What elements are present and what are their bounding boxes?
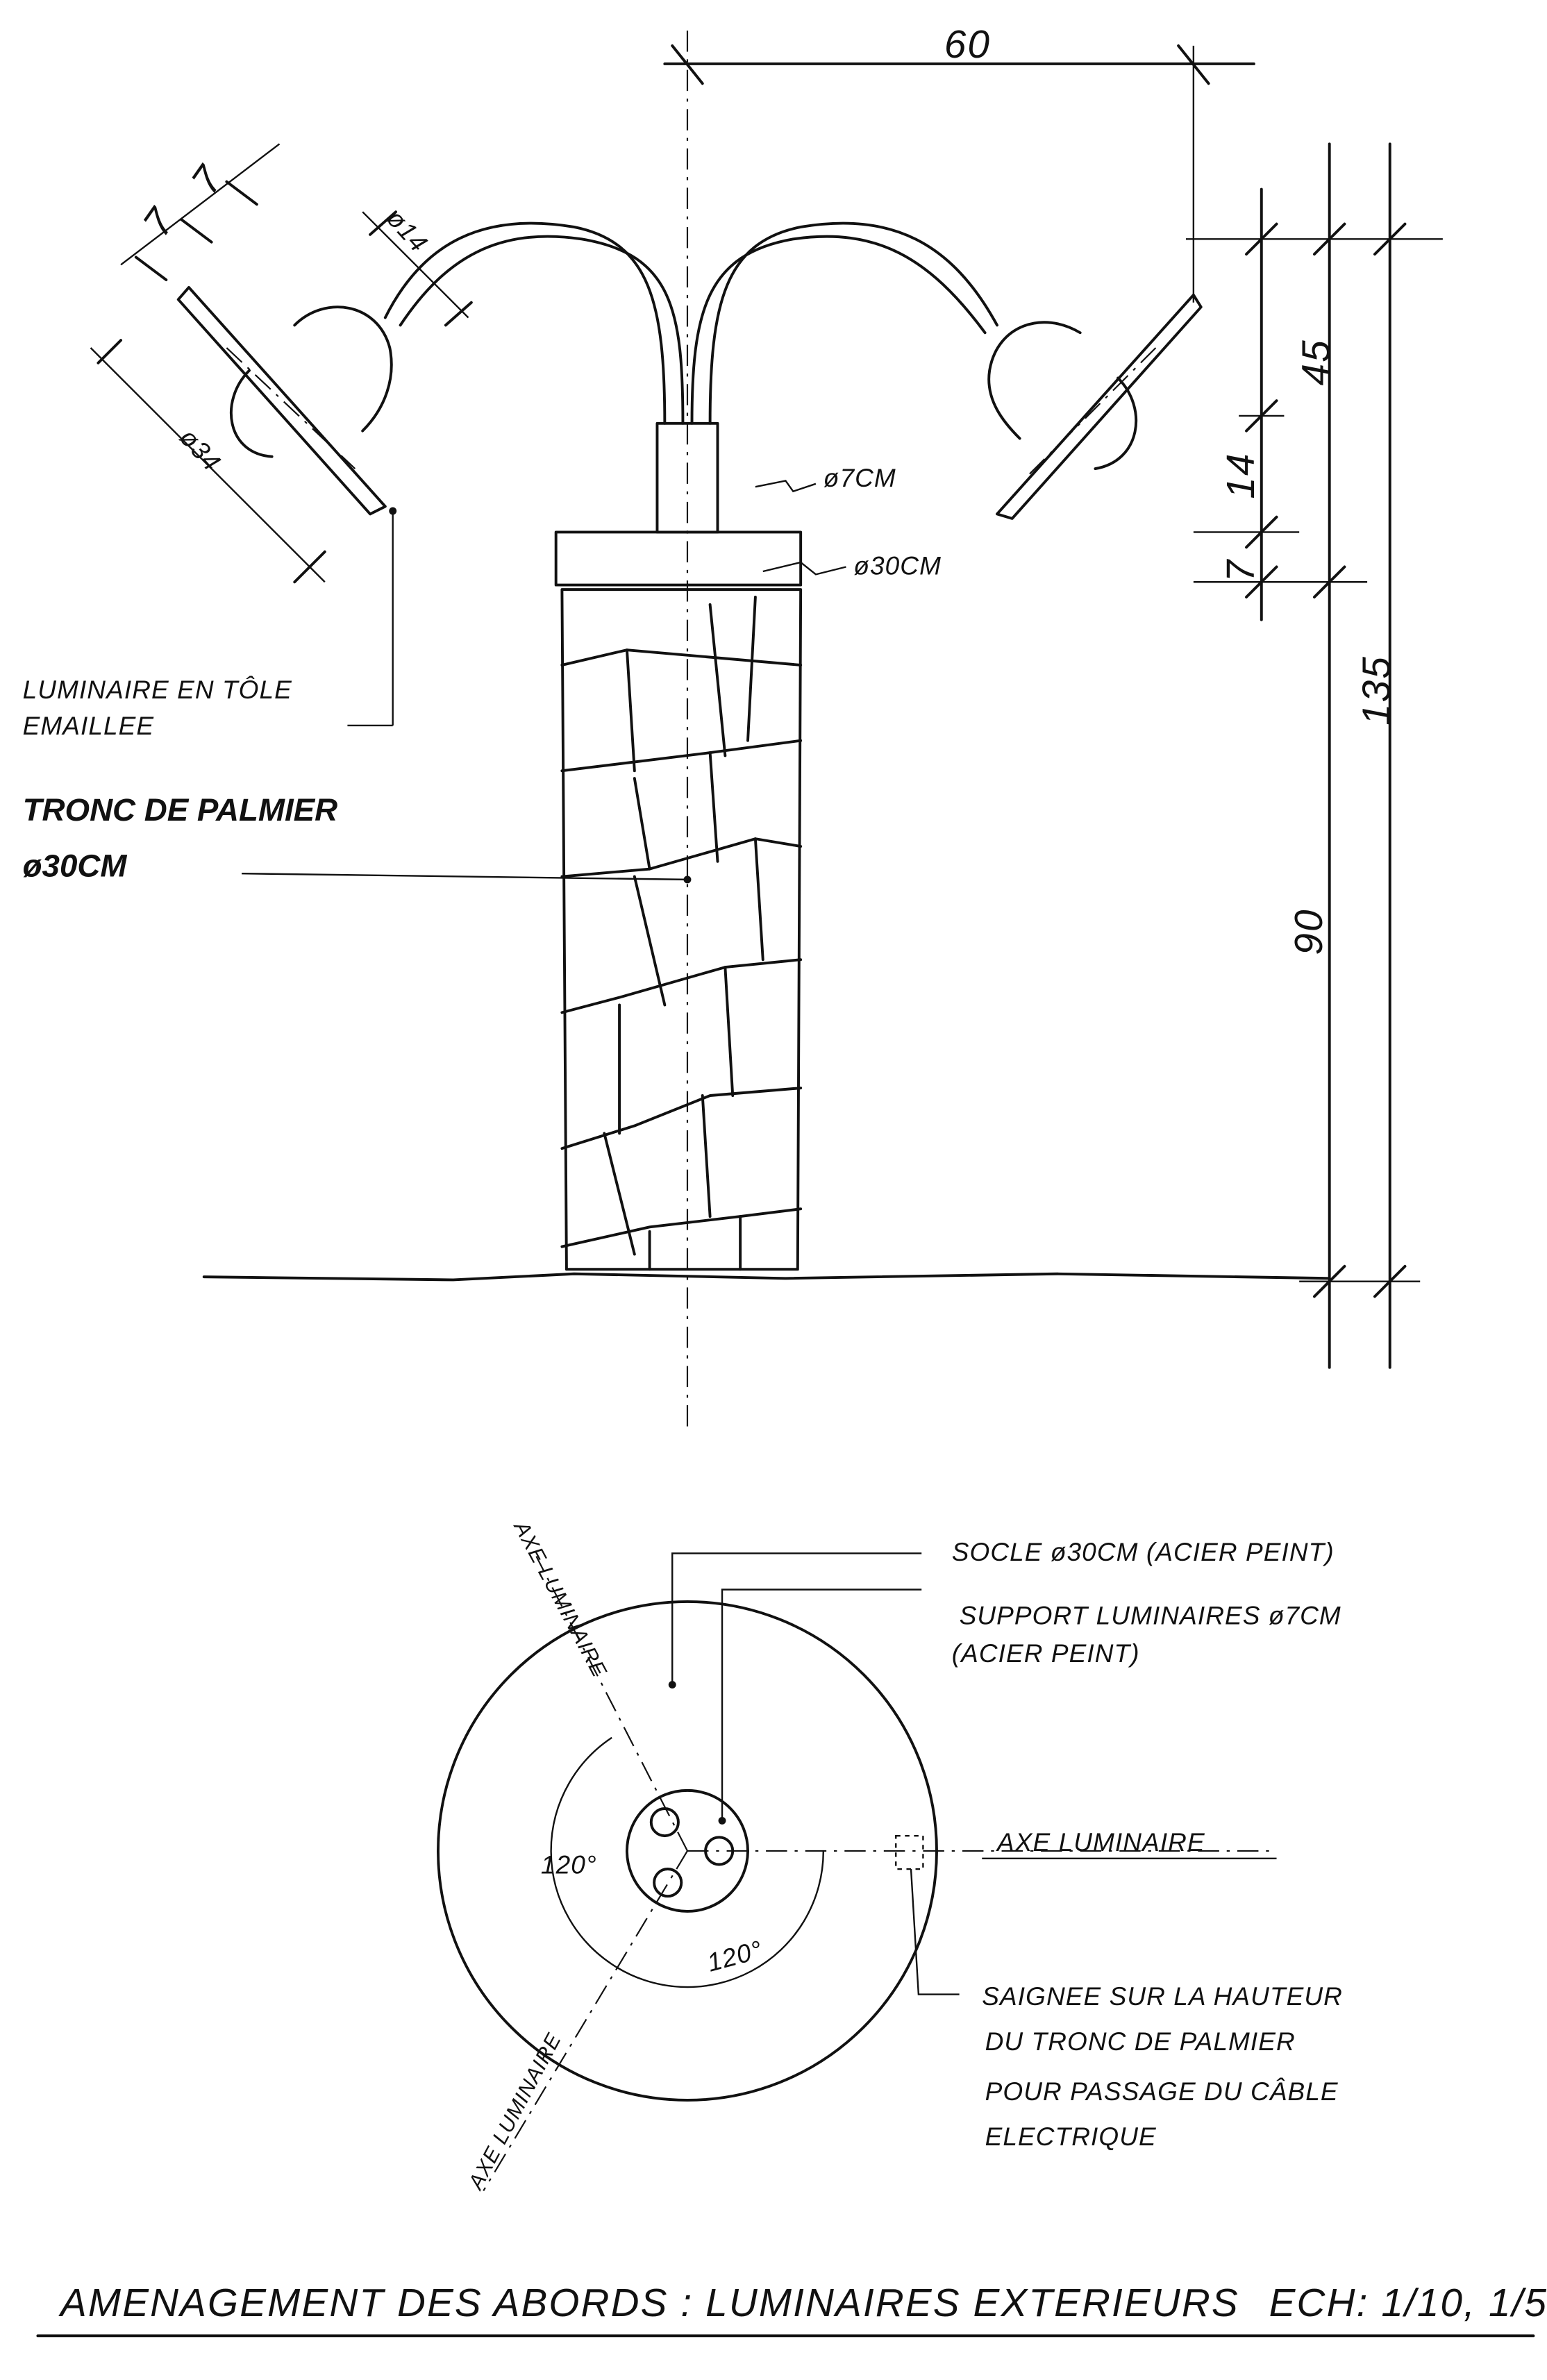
palm-trunk <box>560 588 803 1271</box>
elevation-view: 60 <box>23 22 1443 1428</box>
base-plate <box>554 530 803 587</box>
left-arm-inner <box>399 235 685 425</box>
dim-7b-label: 7 <box>183 157 232 201</box>
support-label-line2: (ACIER PEINT) <box>952 1639 1140 1668</box>
saignee-label-line3: POUR PASSAGE DU CÂBLE <box>985 2077 1339 2106</box>
left-luminaire <box>176 286 397 727</box>
title-block: AMENAGEMENT DES ABORDS : LUMINAIRES EXTE… <box>36 2281 1547 2338</box>
saignee-label-line1: SAIGNEE SUR LA HAUTEUR <box>982 1982 1343 2011</box>
dim-phi14-label: ø14 <box>381 204 433 258</box>
axis-bottom-label: AXE LUMINAIRE <box>463 2029 566 2195</box>
plan-view: 120° 120° AXE LUMINAIRE AXE LUMINAIRE AX… <box>437 1516 1343 2195</box>
luminaire-label-line1: LUMINAIRE EN TÔLE <box>23 676 292 704</box>
axis-top <box>535 1556 688 1852</box>
trunk-label-line1: TRONC DE PALMIER <box>23 792 337 828</box>
luminaire-label-line2: EMAILLEE <box>23 712 155 740</box>
dimension-width-60: 60 <box>663 22 1255 303</box>
plate-diameter-label: ø30CM <box>853 551 942 580</box>
right-arm <box>708 221 998 425</box>
drawing-title: AMENAGEMENT DES ABORDS : LUMINAIRES EXTE… <box>58 2281 1239 2324</box>
axis-top-label: AXE LUMINAIRE <box>509 1516 612 1682</box>
right-luminaire <box>987 293 1203 520</box>
dim-60-label: 60 <box>944 22 991 66</box>
dim-90-label: 90 <box>1287 908 1330 955</box>
lamp-dimensions: 7 7 ø14 ø34 <box>90 143 473 584</box>
pole-diameter-label: ø7CM <box>823 464 896 492</box>
left-arm <box>383 221 667 425</box>
vertical-dimensions: 45 14 7 135 90 <box>1185 142 1443 1369</box>
dim-7-label: 7 <box>1219 558 1262 582</box>
angle-label-1: 120° <box>541 1851 597 1879</box>
axis-right-label: AXE LUMINAIRE <box>996 1828 1205 1857</box>
angle-label-2: 120° <box>704 1935 766 1977</box>
dim-135-label: 135 <box>1355 655 1398 726</box>
trunk-label-line2: ø30CM <box>23 848 128 884</box>
saignee-label-line2: DU TRONC DE PALMIER <box>985 2027 1296 2056</box>
dim-45-label: 45 <box>1294 339 1338 385</box>
dim-14-label: 14 <box>1219 452 1262 498</box>
drawing-scale: ECH: 1/10, 1/5 <box>1269 2281 1547 2324</box>
cable-groove <box>895 1834 924 1870</box>
support-label-line1: SUPPORT LUMINAIRES ø7CM <box>960 1602 1341 1630</box>
axis-bottom <box>483 1850 688 2192</box>
ground-line <box>202 1272 1331 1282</box>
socle-label: SOCLE ø30CM (ACIER PEINT) <box>952 1538 1335 1566</box>
right-arm-inner <box>690 235 987 425</box>
saignee-label-line4: ELECTRIQUE <box>985 2122 1157 2151</box>
dim-7a-label: 7 <box>134 199 183 244</box>
dim-phi34-label: ø34 <box>174 423 226 476</box>
